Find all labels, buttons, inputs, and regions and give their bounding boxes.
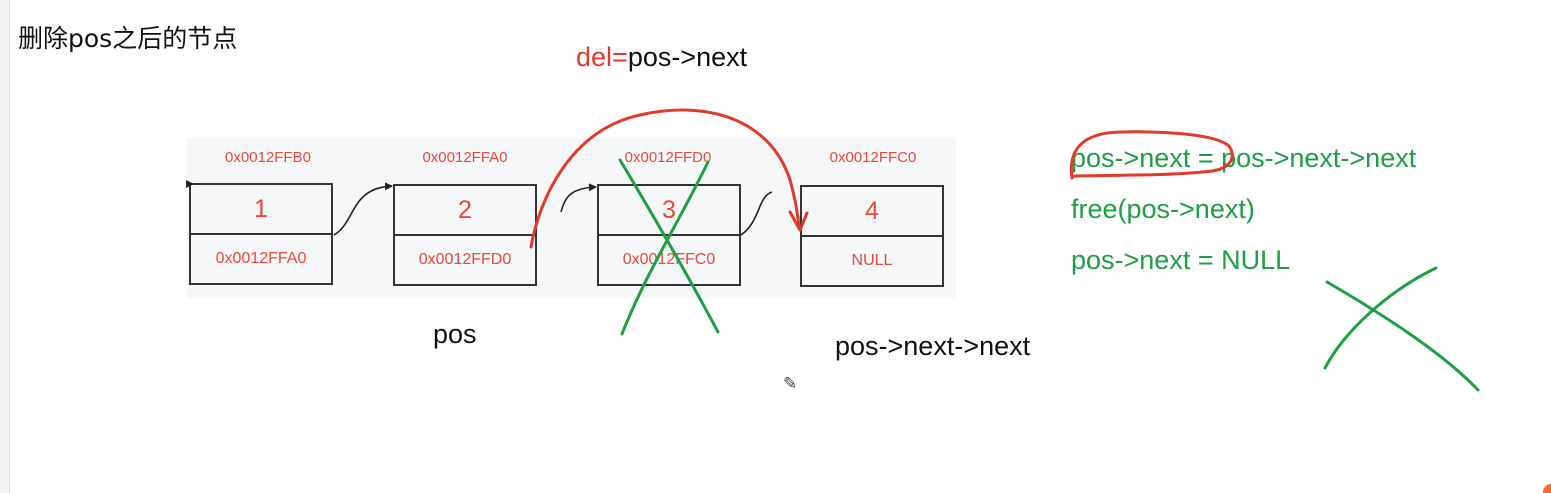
pencil-icon: ✎: [783, 374, 798, 394]
del-label-equals: =: [612, 42, 628, 72]
pos-next-next-label: pos->next->next: [835, 331, 1031, 361]
node-3-next: 0x0012FFC0: [622, 251, 716, 268]
list-node-4: 4 NULL: [800, 185, 944, 287]
link-3-to-4: [740, 191, 773, 236]
del-label-red: del: [576, 42, 613, 72]
node-1-value: 1: [191, 185, 331, 235]
node-2-next: 0x0012FFD0: [418, 251, 512, 268]
code-line-2: free(pos->next): [1071, 194, 1255, 224]
node-4-next: NULL: [851, 252, 893, 269]
del-label-expression: pos->next: [627, 42, 748, 72]
node-4-value: 4: [802, 187, 942, 237]
node-1-address: 0x0012FFB0: [225, 149, 311, 166]
node-4-address: 0x0012FFC0: [829, 149, 917, 166]
link-arrows: [186, 180, 773, 236]
red-circle-mark: [1069, 130, 1234, 180]
red-arrowhead: [788, 210, 809, 232]
window-left-edge: [0, 0, 10, 493]
red-skip-arrow: [529, 108, 809, 249]
node-1-next: 0x0012FFA0: [215, 250, 307, 267]
link-1-to-2: [333, 182, 393, 236]
code-line-1: pos->next = pos->next->next: [1071, 143, 1417, 173]
link-2-to-3: [560, 183, 597, 213]
list-node-3: 3 0x0012FFC0: [597, 184, 741, 286]
corner-badge: [1543, 484, 1551, 493]
green-cross-node-3: [618, 158, 720, 336]
code-line-3: pos->next = NULL: [1071, 245, 1291, 275]
page-title: 删除pos之后的节点: [18, 24, 238, 53]
node-2-value: 2: [395, 186, 535, 236]
del-annotation: del=pos->next: [576, 42, 747, 73]
node-3-address: 0x0012FFD0: [624, 149, 712, 166]
pos-label: pos: [433, 319, 477, 349]
list-node-1: 1 0x0012FFA0: [189, 183, 333, 285]
node-2-address: 0x0012FFA0: [422, 149, 508, 166]
green-cross-right: [1323, 266, 1480, 392]
list-node-2: 2 0x0012FFD0: [393, 184, 537, 286]
